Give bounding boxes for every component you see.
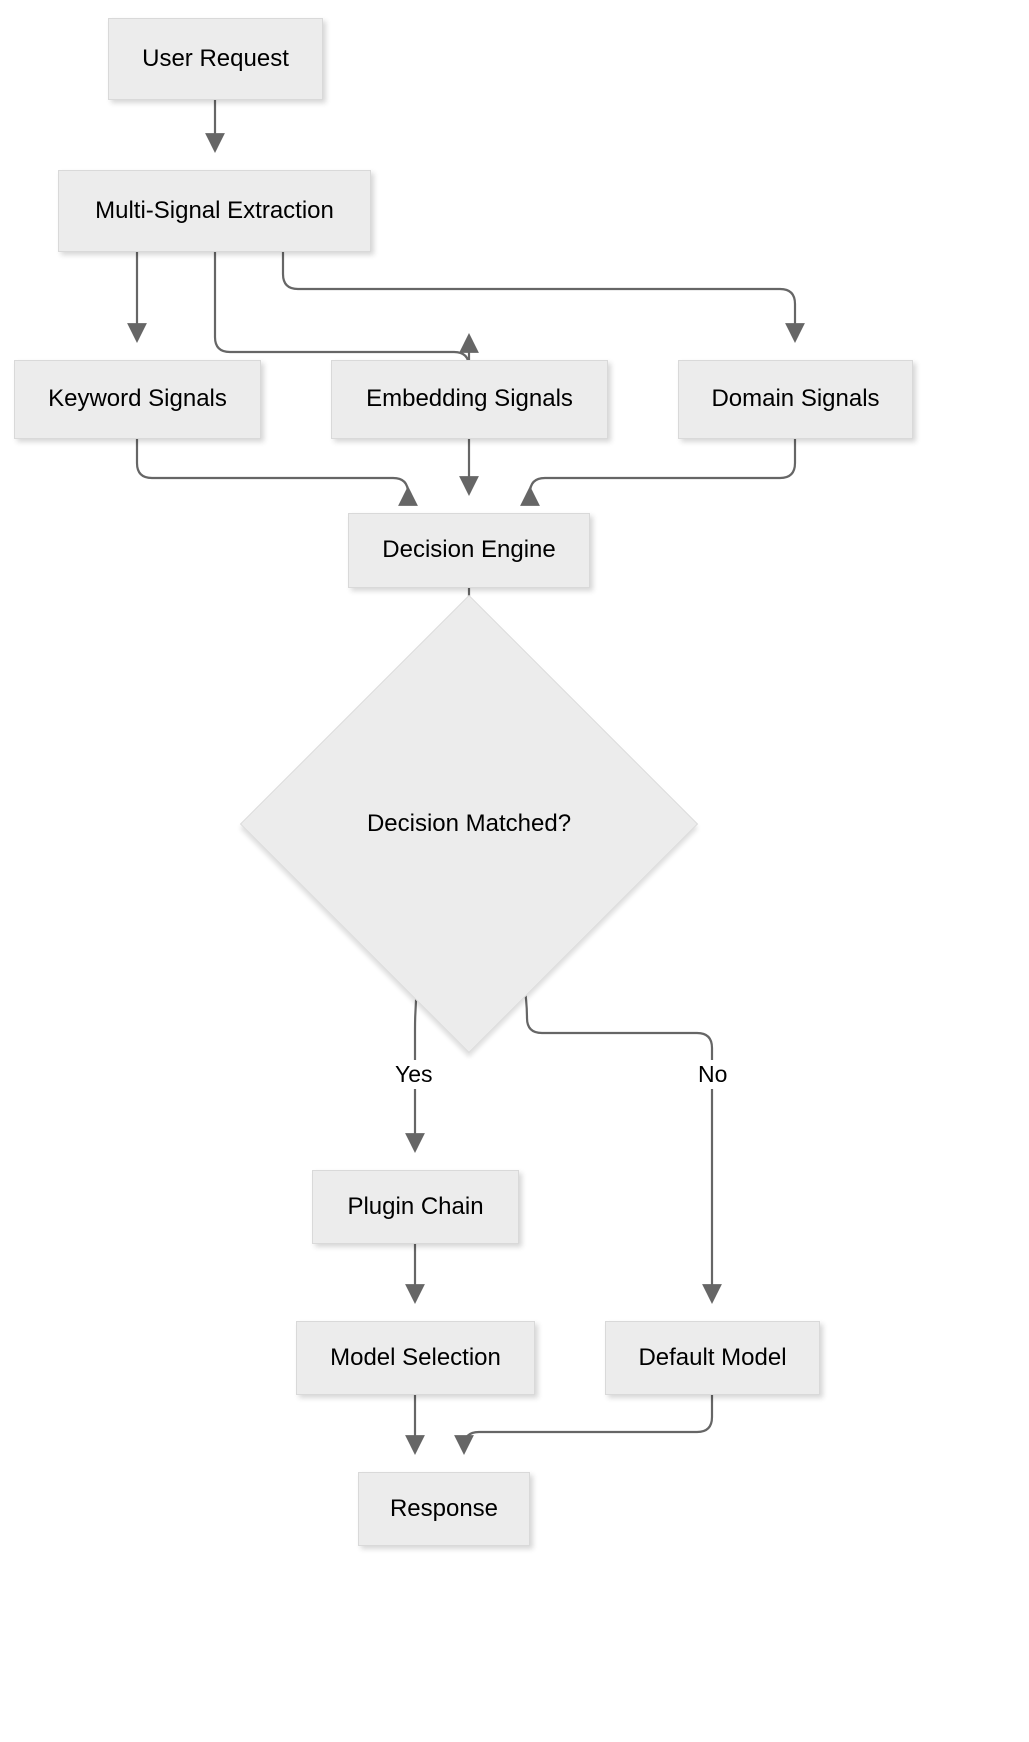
node-label: Keyword Signals <box>48 385 227 413</box>
edge-label-no: No <box>694 1060 732 1089</box>
node-label: Response <box>389 1494 499 1522</box>
edge-multi-signal-to-domain <box>281 252 805 343</box>
node-decision-matched[interactable]: Decision Matched? <box>239 594 699 1054</box>
edge-label-yes: Yes <box>391 1060 437 1089</box>
node-label: Default Model <box>638 1343 787 1371</box>
node-model-selection[interactable]: Model Selection <box>296 1321 535 1395</box>
node-user-request[interactable]: User Request <box>108 18 323 100</box>
node-label: Domain Signals <box>711 385 880 413</box>
edge-default-model-to-response <box>454 1395 714 1455</box>
node-embedding-signals[interactable]: Embedding Signals <box>331 360 608 439</box>
node-label: Multi-Signal Extraction <box>95 196 334 224</box>
node-multi-signal-extraction[interactable]: Multi-Signal Extraction <box>58 170 371 252</box>
edge-multi-signal-to-embedding <box>213 252 479 369</box>
node-label: Decision Matched? <box>366 810 572 837</box>
node-keyword-signals[interactable]: Keyword Signals <box>14 360 261 439</box>
node-plugin-chain[interactable]: Plugin Chain <box>312 1170 519 1244</box>
node-label: User Request <box>142 44 289 72</box>
node-decision-engine[interactable]: Decision Engine <box>348 513 590 588</box>
node-label: Model Selection <box>330 1343 501 1371</box>
node-domain-signals[interactable]: Domain Signals <box>678 360 913 439</box>
node-label: Plugin Chain <box>347 1192 484 1220</box>
edge-keyword-to-decision-engine <box>135 439 418 506</box>
edge-decision-matched-to-default-model <box>512 940 722 1304</box>
node-default-model[interactable]: Default Model <box>605 1321 820 1395</box>
node-label: Embedding Signals <box>366 385 573 413</box>
node-label: Decision Engine <box>382 536 556 564</box>
edge-domain-to-decision-engine <box>520 439 797 506</box>
node-response[interactable]: Response <box>358 1472 530 1546</box>
